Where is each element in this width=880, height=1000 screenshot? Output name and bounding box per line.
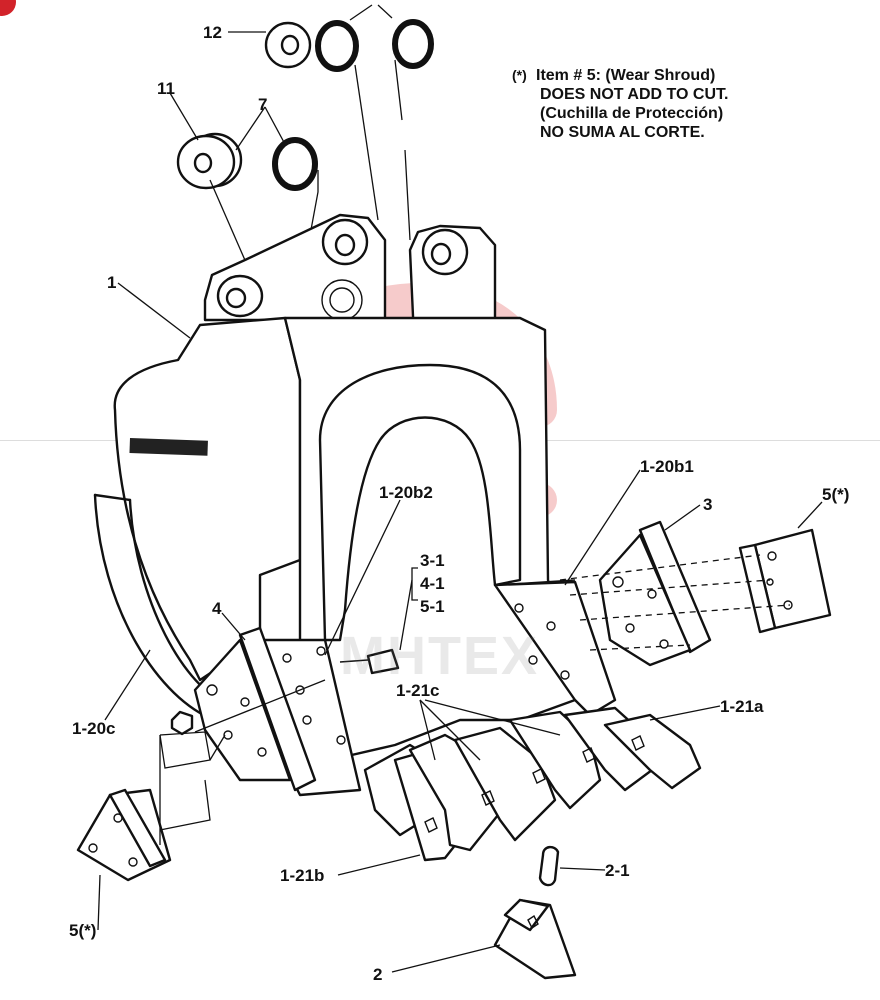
callout-11: 11 — [157, 79, 175, 98]
bolt-3-1 — [339, 648, 400, 675]
callout-2: 2 — [373, 965, 383, 984]
o-ring-top-left — [315, 20, 359, 72]
note-line-2: DOES NOT ADD TO CUT. — [540, 86, 729, 103]
callout-4-1: 4-1 — [420, 574, 445, 593]
note-marker: (*) — [512, 67, 527, 83]
washer-12 — [264, 21, 312, 69]
callout-1-21b: 1-21b — [280, 866, 325, 885]
pin-2-1 — [538, 845, 560, 887]
callout-1-21a: 1-21a — [720, 697, 764, 716]
callout-5-left: 5(*) — [69, 921, 97, 940]
callout-1-20c: 1-20c — [72, 719, 116, 738]
note-line-1: Item # 5: (Wear Shroud) — [536, 67, 716, 84]
note-line-3: (Cuchilla de Protección) — [540, 105, 724, 122]
tooth-2 — [493, 898, 577, 980]
note-line-4: NO SUMA AL CORTE. — [540, 124, 705, 141]
wear-shroud-5-left — [76, 788, 172, 882]
callout-2-1: 2-1 — [605, 861, 630, 880]
side-cutter-3 — [598, 520, 712, 667]
callout-12: 12 — [203, 23, 222, 42]
callout-5-right: 5(*) — [822, 485, 850, 504]
callout-7: 7 — [258, 95, 268, 114]
callout-1-21c: 1-21c — [396, 681, 440, 700]
o-ring-7 — [272, 137, 318, 191]
callout-3: 3 — [703, 495, 713, 514]
wear-shroud-5-right — [738, 528, 832, 634]
callout-5-1: 5-1 — [420, 597, 445, 616]
callout-1-20b1: 1-20b1 — [640, 457, 694, 476]
bushing-11 — [176, 132, 243, 190]
wear-shroud-note: (*) Item # 5: (Wear Shroud) DOES NOT ADD… — [512, 66, 728, 142]
callout-3-1: 3-1 — [420, 551, 445, 570]
callout-1-20b2: 1-20b2 — [379, 483, 433, 502]
callout-4: 4 — [212, 599, 222, 618]
o-ring-top-right — [392, 19, 434, 69]
bucket-body — [93, 316, 617, 797]
callout-1: 1 — [107, 273, 117, 292]
teeth-row — [363, 706, 702, 862]
watermark-text: MHTEX — [340, 626, 539, 686]
nut — [170, 710, 194, 736]
